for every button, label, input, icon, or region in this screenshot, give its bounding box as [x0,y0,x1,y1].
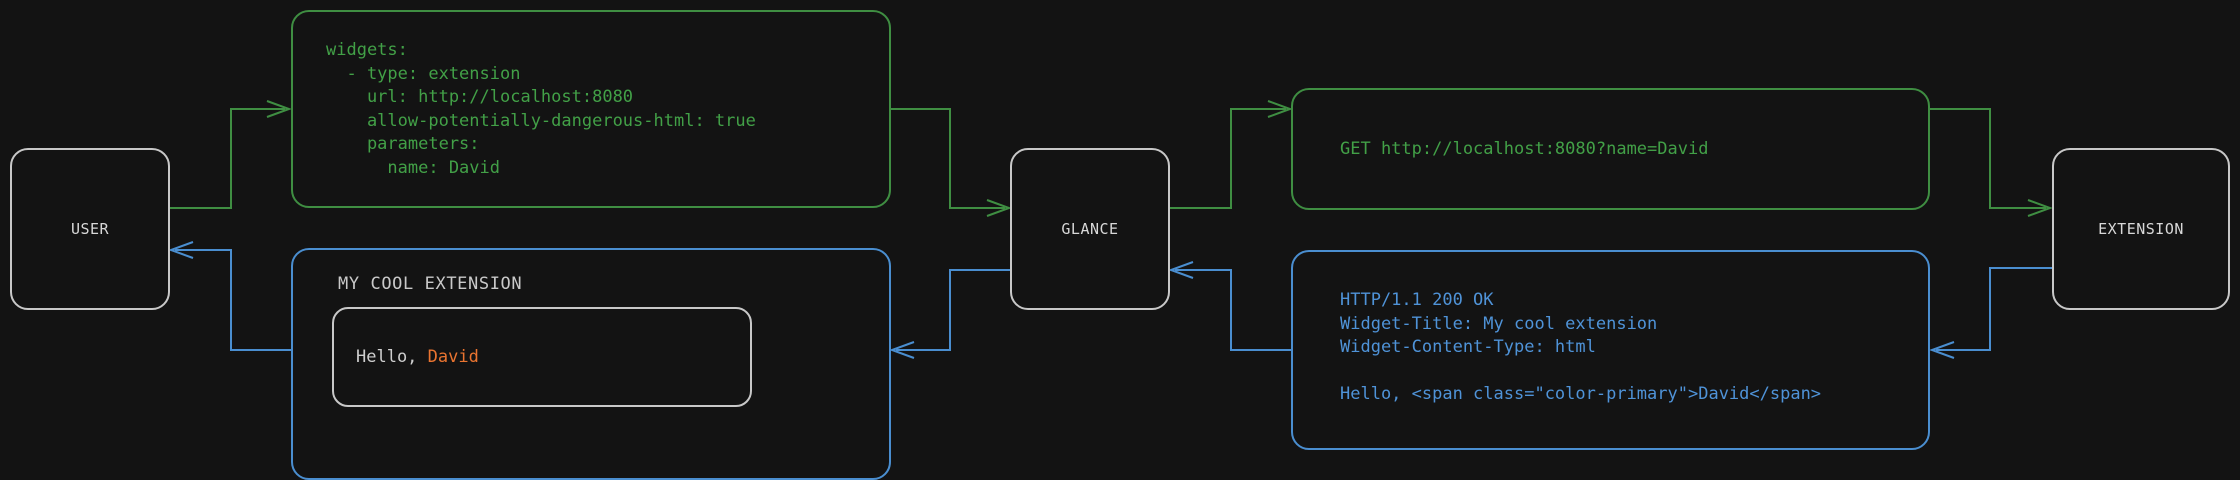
node-glance[interactable]: GLANCE [1010,148,1170,310]
message-box-config[interactable]: widgets: - type: extension url: http://l… [291,10,891,208]
config-yaml-code: widgets: - type: extension url: http://l… [326,40,756,178]
node-user-label: USER [70,220,110,238]
widget-title: MY COOL EXTENSION [338,274,523,294]
message-box-http-response[interactable]: HTTP/1.1 200 OK Widget-Title: My cool ex… [1291,250,1930,450]
edge-glance-to-widget [889,269,1010,359]
edge-extension-to-response [1929,267,2052,359]
edge-response-to-glance [1168,261,1291,351]
http-response-code: HTTP/1.1 200 OK Widget-Title: My cool ex… [1340,290,1822,404]
widget-greeting: Hello, David [356,347,479,367]
node-extension-label: EXTENSION [2098,220,2184,238]
edge-user-to-config [170,100,292,209]
edge-config-to-glance [891,108,1012,217]
widget-greeting-prefix: Hello, [356,347,428,367]
edge-request-to-extension [1930,108,2053,217]
node-glance-label: GLANCE [1061,220,1119,238]
message-box-http-request[interactable]: GET http://localhost:8080?name=David [1291,88,1930,210]
widget-greeting-accent: David [427,347,479,367]
http-request-code: GET http://localhost:8080?name=David [1340,139,1709,159]
node-user[interactable]: USER [10,148,170,310]
node-extension[interactable]: EXTENSION [2052,148,2230,310]
edge-glance-to-request [1170,100,1293,209]
message-box-rendered-widget[interactable]: MY COOL EXTENSION Hello, David [291,248,891,480]
edge-widget-to-user [168,241,291,351]
widget-body: Hello, David [332,307,752,407]
